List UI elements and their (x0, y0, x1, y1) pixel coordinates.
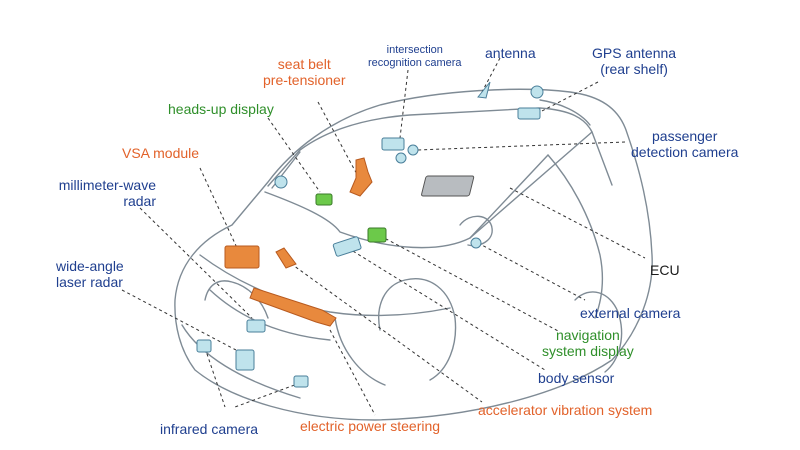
label-vsa-module: VSA module (122, 145, 200, 161)
label-antenna: antenna (485, 45, 536, 61)
steering-column (275, 247, 297, 269)
label-passenger-detection-camera: passenger detection camera (631, 128, 739, 160)
infrared-camera-right (293, 375, 309, 388)
label-ecu: ECU (650, 262, 680, 278)
gps-antenna-sensor (530, 85, 544, 99)
label-navigation-system-display: navigation system display (542, 327, 634, 359)
external-camera-sensor (470, 237, 482, 249)
side-mirror-sensor (274, 175, 288, 189)
label-electric-power-steering: electric power steering (300, 418, 441, 434)
roof-antenna (477, 81, 491, 99)
seat-belt-pretensioner (349, 157, 373, 197)
vsa-module-unit (224, 245, 260, 269)
label-seat-belt-pretensioner: seat belt pre-tensioner (263, 56, 346, 88)
label-gps-antenna: GPS antenna (rear shelf) (592, 45, 677, 77)
label-millimeter-wave-radar: millimeter-wave radar (58, 177, 156, 209)
infrared-camera-left (196, 339, 212, 353)
inner-camera-sensor (395, 152, 407, 164)
label-body-sensor: body sensor (538, 370, 615, 386)
label-heads-up-display: heads-up display (168, 101, 274, 117)
label-infrared-camera: infrared camera (160, 421, 259, 437)
label-accelerator-vibration-system: accelerator vibration system (478, 402, 653, 418)
label-intersection-recognition-camera: intersection recognition camera (368, 44, 462, 69)
label-wide-angle-laser-radar: wide-angle laser radar (56, 258, 124, 290)
intersection-camera-unit (381, 137, 405, 151)
body-sensor-unit (332, 236, 362, 257)
heads-up-display-unit (315, 193, 333, 206)
gps-antenna-unit (517, 107, 541, 120)
label-external-camera: external camera (580, 305, 681, 321)
electric-power-steering-unit (249, 287, 337, 327)
passenger-camera-sensor (407, 144, 419, 156)
leader-lines (121, 57, 646, 416)
ecu-unit (421, 175, 475, 197)
navigation-display-unit (367, 227, 387, 243)
mm-wave-radar-unit (246, 319, 266, 333)
components (196, 81, 544, 388)
laser-radar-unit (235, 349, 255, 371)
